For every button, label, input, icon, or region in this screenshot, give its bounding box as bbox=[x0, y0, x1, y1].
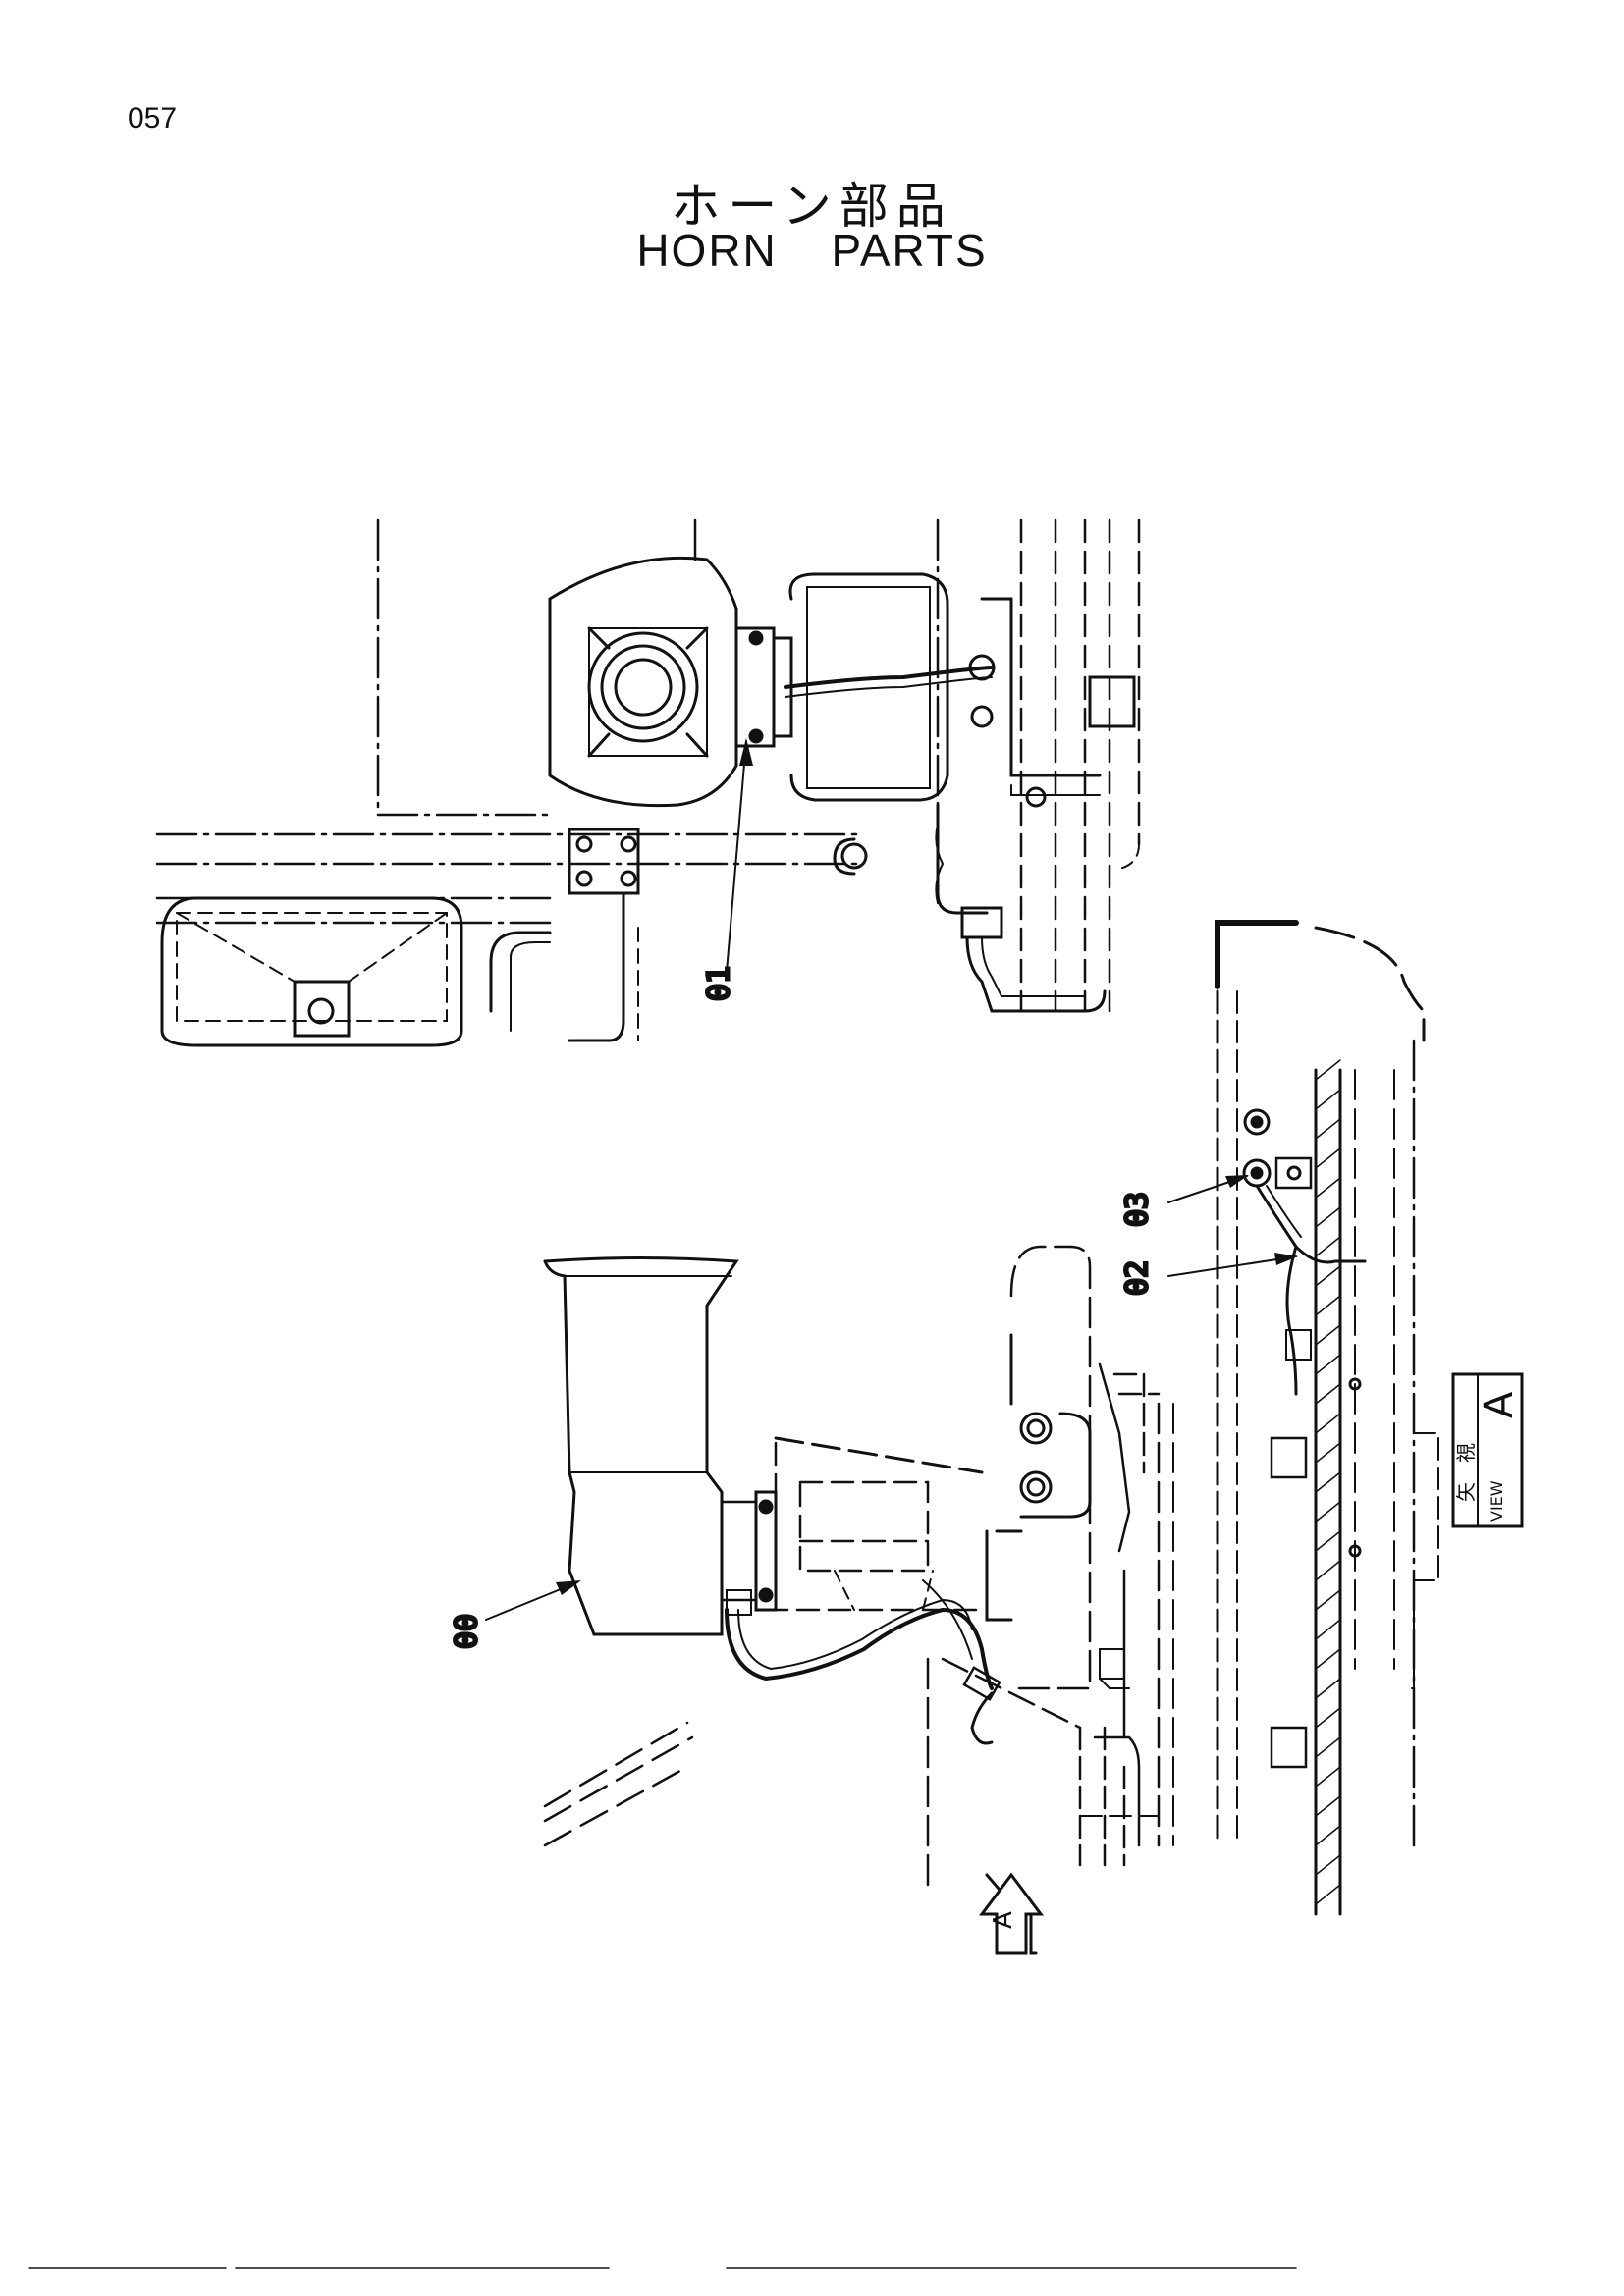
horn-bracket-side bbox=[774, 1436, 984, 1612]
frame-structure-left bbox=[160, 896, 552, 1047]
callout-00: 00 bbox=[449, 1580, 581, 1651]
upper-assembly bbox=[155, 518, 1141, 1047]
frame-structure-right bbox=[936, 597, 1140, 1013]
horn-top-view bbox=[548, 556, 793, 808]
callout-02: 02 bbox=[1119, 1253, 1298, 1298]
clamp-and-pipe bbox=[568, 828, 868, 1042]
direction-arrow-a: A bbox=[979, 1872, 1044, 1955]
diagonal-member bbox=[543, 1721, 694, 1847]
lower-assembly bbox=[543, 1245, 1174, 1887]
view-label-kanji-2: 視 bbox=[1454, 1443, 1478, 1463]
view-label-word: VIEW bbox=[1488, 1480, 1506, 1522]
callout-03: 03 bbox=[1119, 1175, 1249, 1229]
view-label-kanji-1: 矢 bbox=[1454, 1482, 1478, 1502]
view-label-letter: A bbox=[1477, 1391, 1522, 1418]
callout-00-label: 00 bbox=[450, 1614, 484, 1649]
direction-arrow-label: A bbox=[989, 1911, 1018, 1929]
callout-02-label: 02 bbox=[1120, 1260, 1155, 1296]
frame-structure-lower bbox=[926, 1245, 1174, 1887]
horn-side-view bbox=[543, 1256, 778, 1636]
page-number: 057 bbox=[128, 102, 178, 134]
horn-bracket-top bbox=[784, 572, 996, 802]
callout-01-label: 01 bbox=[702, 966, 736, 1001]
hatched-wall bbox=[1314, 1059, 1342, 1916]
wire-harness bbox=[725, 1579, 1001, 1745]
view-a-label: 矢 視 VIEW A bbox=[1451, 1372, 1524, 1528]
callout-01: 01 bbox=[701, 738, 753, 1003]
view-a-section bbox=[1215, 920, 1439, 1916]
terminal-connectors bbox=[1242, 1108, 1367, 1396]
title-english: HORN PARTS bbox=[636, 225, 988, 276]
title-japanese: ホーン部品 bbox=[671, 178, 953, 235]
callout-03-label: 03 bbox=[1120, 1192, 1155, 1227]
